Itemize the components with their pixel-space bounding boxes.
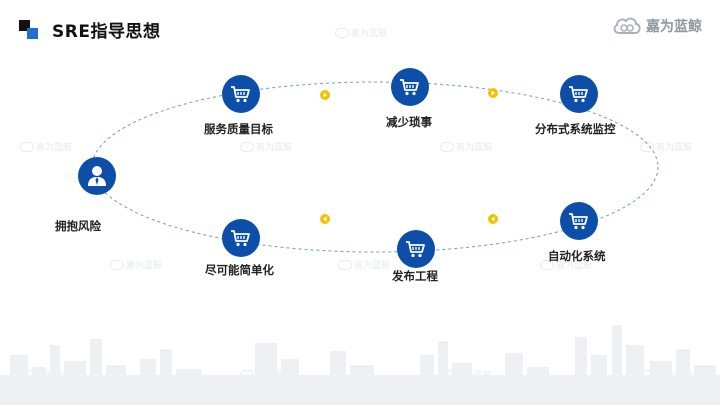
- cart-icon: [568, 84, 590, 104]
- arrow-marker: [320, 90, 330, 100]
- brand-name: 嘉为蓝鲸: [646, 19, 702, 35]
- title-accent-icon: [19, 20, 39, 40]
- simplicity-node: [222, 219, 260, 257]
- automation-label: 自动化系统: [548, 249, 606, 263]
- cart-icon: [230, 84, 252, 104]
- slo-node: [222, 75, 260, 113]
- watermark: 嘉为蓝鲸: [540, 258, 592, 271]
- cloud-logo-icon: [613, 17, 641, 34]
- page-title: SRE指导思想: [52, 22, 161, 42]
- watermark: 嘉为蓝鲸: [110, 258, 162, 271]
- cart-icon: [230, 228, 252, 248]
- watermark: 嘉为蓝鲸: [640, 140, 692, 153]
- monitor-label: 分布式系统监控: [535, 122, 616, 136]
- watermark: 嘉为蓝鲸: [20, 140, 72, 153]
- flow-arrows: [320, 88, 498, 224]
- cart-icon: [399, 77, 421, 97]
- monitor-node: [560, 75, 598, 113]
- automation-node: [560, 202, 598, 240]
- cart-icon: [568, 211, 590, 231]
- cart-icon: [405, 239, 427, 259]
- slo-label: 服务质量目标: [204, 122, 273, 136]
- brand-logo: 嘉为蓝鲸: [612, 16, 702, 36]
- arrow-marker: [488, 88, 498, 98]
- risk-label: 拥抱风险: [55, 219, 101, 233]
- arrow-marker: [320, 214, 330, 224]
- toil-node: [391, 68, 429, 106]
- release-node: [397, 230, 435, 268]
- city-skyline-illustration: [0, 325, 720, 405]
- release-label: 发布工程: [392, 269, 438, 283]
- simplicity-label: 尽可能简单化: [205, 263, 274, 277]
- arrow-marker: [488, 214, 498, 224]
- watermark: 嘉为蓝鲸: [240, 140, 292, 153]
- risk-node: [78, 157, 116, 195]
- watermark: 嘉为蓝鲸: [338, 258, 390, 271]
- watermark: 嘉为蓝鲸: [440, 140, 492, 153]
- watermark: 嘉为蓝鲸: [335, 26, 387, 39]
- toil-label: 减少琐事: [386, 115, 432, 129]
- person-icon: [88, 166, 106, 186]
